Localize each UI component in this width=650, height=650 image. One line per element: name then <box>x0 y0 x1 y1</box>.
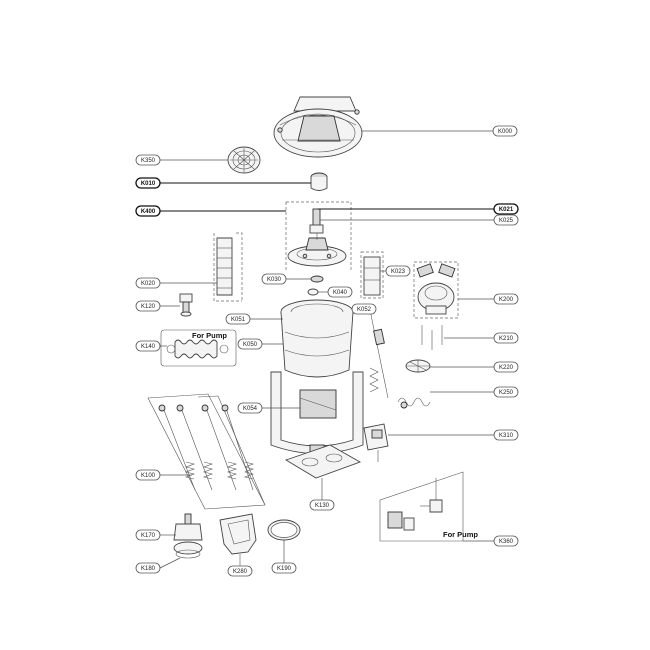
label-k120: K120 <box>135 300 161 312</box>
pump-part <box>363 423 389 462</box>
label-k025: K025 <box>493 214 519 226</box>
svg-text:K250: K250 <box>499 390 514 396</box>
svg-text:K130: K130 <box>315 503 330 509</box>
label-k050: K050 <box>237 338 263 350</box>
svg-text:K020: K020 <box>141 281 156 287</box>
svg-text:K040: K040 <box>333 290 348 296</box>
svg-text:K190: K190 <box>277 566 292 572</box>
suspension-springs-part <box>147 393 266 510</box>
svg-text:K310: K310 <box>499 433 514 439</box>
label-k250: K250 <box>493 386 519 398</box>
label-k021: K021 <box>493 203 519 215</box>
svg-text:K200: K200 <box>499 297 514 303</box>
label-k040: K040 <box>327 286 353 298</box>
label-k350: K350 <box>135 154 161 166</box>
bracket-part <box>219 513 257 566</box>
label-k010: K010 <box>135 177 161 189</box>
label-k220: K220 <box>493 361 519 373</box>
belt-ring-part <box>267 519 301 541</box>
label-k310: K310 <box>493 429 519 441</box>
svg-text:K100: K100 <box>141 473 156 479</box>
svg-text:K180: K180 <box>141 566 156 572</box>
svg-text:K010: K010 <box>141 181 156 187</box>
clutch-spring-part <box>397 397 431 409</box>
label-k051: K051 <box>225 313 251 325</box>
svg-text:K140: K140 <box>141 344 156 350</box>
label-k000: K000 <box>492 125 518 137</box>
pump-hose-part <box>160 329 237 367</box>
svg-text:K023: K023 <box>391 269 406 275</box>
suspension-rod-part <box>369 309 389 399</box>
svg-text:K170: K170 <box>141 533 156 539</box>
label-k180: K180 <box>135 562 161 574</box>
svg-text:K052: K052 <box>357 307 372 313</box>
level-sensor-part <box>360 251 384 299</box>
label-k200: K200 <box>493 293 519 305</box>
drain-hose-part <box>213 232 243 302</box>
screws-part <box>421 325 443 350</box>
svg-text:K050: K050 <box>243 342 258 348</box>
label-k140: K140 <box>135 340 161 352</box>
label-k100: K100 <box>135 469 161 481</box>
label-k400: K400 <box>135 205 161 217</box>
svg-text:K350: K350 <box>141 158 156 164</box>
svg-text:K360: K360 <box>499 539 514 545</box>
svg-text:K120: K120 <box>141 304 156 310</box>
hose-connector-part <box>179 293 193 317</box>
caption-for-pump-top: For Pump <box>192 331 227 340</box>
base-tray-part <box>284 444 362 479</box>
svg-text:K030: K030 <box>267 277 282 283</box>
svg-text:K025: K025 <box>499 218 514 224</box>
label-k190: K190 <box>271 562 297 574</box>
pulsator-assembly-part <box>285 201 352 270</box>
filter-disc-part <box>227 146 261 174</box>
label-k052: K052 <box>351 303 377 315</box>
svg-text:K280: K280 <box>233 569 248 575</box>
label-k170: K170 <box>135 529 161 541</box>
label-k020: K020 <box>135 277 161 289</box>
label-k130: K130 <box>309 499 335 511</box>
svg-text:K054: K054 <box>243 406 258 412</box>
svg-text:K021: K021 <box>499 207 514 213</box>
valve-assembly-part <box>173 513 203 559</box>
tub-part <box>270 299 364 456</box>
motor-assembly-part <box>413 261 459 319</box>
svg-text:K220: K220 <box>499 365 514 371</box>
label-k280: K280 <box>227 565 253 577</box>
label-k023: K023 <box>385 265 411 277</box>
label-k030: K030 <box>261 273 287 285</box>
label-k210: K210 <box>493 332 519 344</box>
svg-text:K000: K000 <box>498 129 513 135</box>
svg-text:K210: K210 <box>499 336 514 342</box>
impeller-part <box>405 359 431 373</box>
svg-text:K051: K051 <box>231 317 246 323</box>
cap-part <box>310 172 328 191</box>
label-k360: K360 <box>493 535 519 547</box>
pump-kit-part <box>379 471 464 542</box>
caption-for-pump-bottom: For Pump <box>443 530 478 539</box>
svg-text:K400: K400 <box>141 209 156 215</box>
label-k054: K054 <box>237 402 263 414</box>
top-lid-part <box>273 96 363 158</box>
